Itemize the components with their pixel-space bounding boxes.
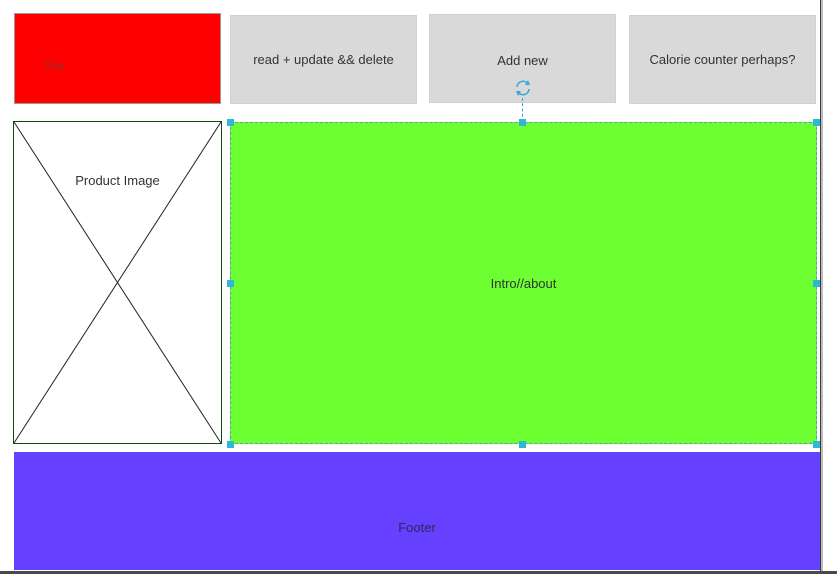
nav-label: Calorie counter perhaps? <box>649 52 796 67</box>
title-label: Title <box>42 59 65 73</box>
nav-calorie-counter[interactable]: Calorie counter perhaps? <box>629 15 816 104</box>
footer-block[interactable]: Footer <box>14 452 820 570</box>
canvas-right-shadow <box>821 0 823 574</box>
product-image-label: Product Image <box>75 173 160 188</box>
resize-handle-bottom[interactable] <box>519 441 526 448</box>
resize-handle-left[interactable] <box>227 280 234 287</box>
intro-label: Intro//about <box>490 275 557 291</box>
title-block[interactable]: Title <box>14 13 221 104</box>
rotate-connector <box>522 98 523 122</box>
refresh-icon[interactable] <box>513 78 533 98</box>
resize-handle-top-right[interactable] <box>813 119 820 126</box>
resize-handle-top-left[interactable] <box>227 119 234 126</box>
footer-label: Footer <box>398 519 436 535</box>
resize-handle-top[interactable] <box>519 119 526 126</box>
intro-about-block[interactable]: Intro//about <box>230 122 817 444</box>
canvas-right-edge <box>820 0 821 574</box>
nav-read-update-delete[interactable]: read + update && delete <box>230 15 417 104</box>
nav-add-new[interactable]: Add new <box>429 14 616 103</box>
canvas-bottom-edge <box>0 571 837 574</box>
resize-handle-bottom-right[interactable] <box>813 441 820 448</box>
nav-label: Add new <box>497 53 548 68</box>
nav-label: read + update && delete <box>253 52 394 67</box>
product-image-placeholder[interactable]: Product Image <box>13 121 222 444</box>
resize-handle-bottom-left[interactable] <box>227 441 234 448</box>
resize-handle-right[interactable] <box>813 280 820 287</box>
image-placeholder-icon <box>14 122 221 443</box>
